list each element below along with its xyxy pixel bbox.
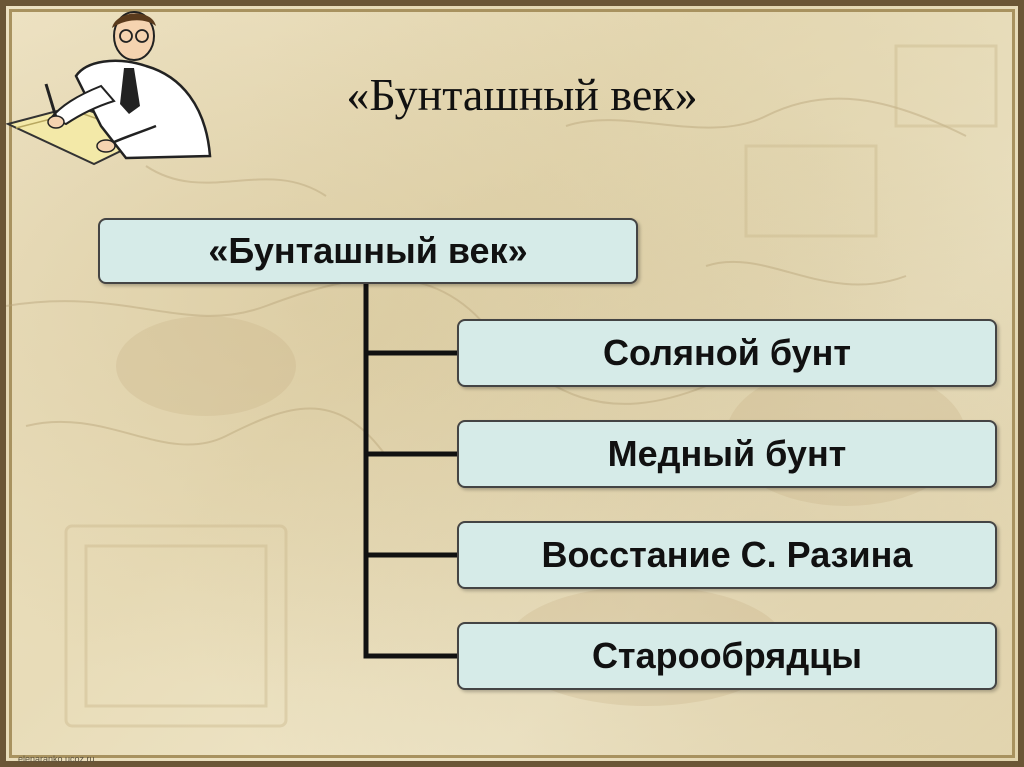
- child-node-razin-uprising: Восстание С. Разина: [457, 521, 997, 589]
- child-node-copper-riot: Медный бунт: [457, 420, 997, 488]
- child-node-old-believers: Старообрядцы: [457, 622, 997, 690]
- teacher-writing-icon: [6, 11, 212, 166]
- child-node-salt-riot: Соляной бунт: [457, 319, 997, 387]
- slide-title: «Бунташный век»: [346, 69, 698, 120]
- footer-credit: elenaranko.ucoz.ru: [18, 754, 95, 764]
- root-node: «Бунташный век»: [98, 218, 638, 284]
